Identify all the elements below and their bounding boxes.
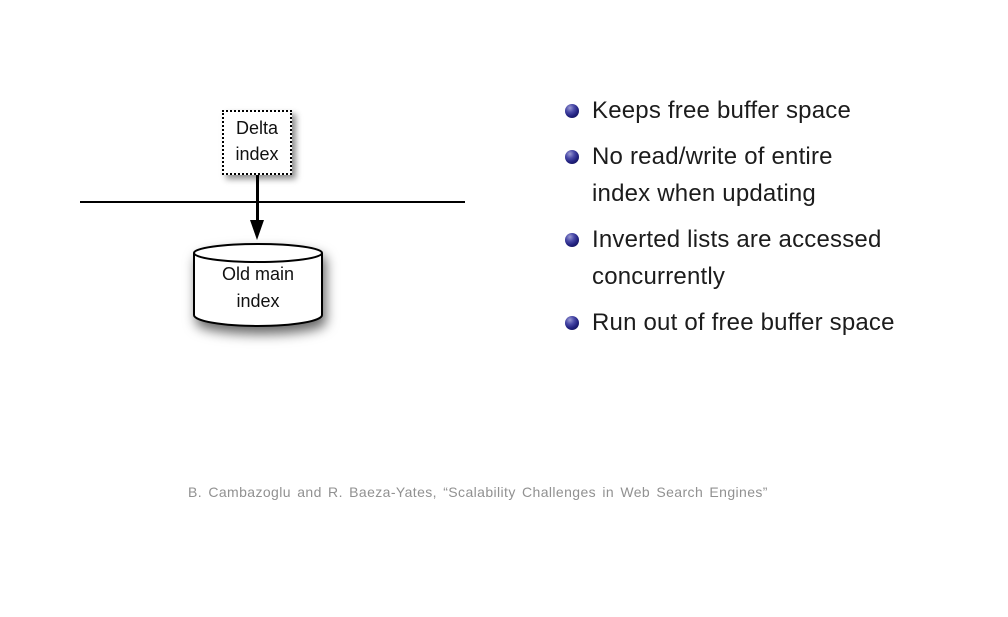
citation-text: B. Cambazoglu and R. Baeza-Yates, “Scala… [188,484,768,500]
old-main-index-cylinder: Old main index [192,242,324,334]
bullet-list: Keeps free buffer space No read/write of… [558,92,988,350]
delta-index-box: Delta index [222,110,292,175]
cylinder-shape-icon [193,243,323,327]
ball-bullet-icon [565,316,579,330]
bullet-text: Keeps free buffer space [592,97,851,124]
arrow-shaft [256,171,259,226]
ball-bullet-icon [565,233,579,247]
arrow-head-icon [250,220,264,240]
bullet-text-wrap: concurrently [592,263,726,290]
bullet-text: Run out of free buffer space [592,309,895,336]
delta-index-label-line2: index [235,144,279,164]
list-item: No read/write of entire index when updat… [558,138,988,212]
bullet-text: Inverted lists are accessed [592,226,882,253]
old-main-index-label-line1: Old main [221,264,295,284]
ball-bullet-icon [565,104,579,118]
list-item: Run out of free buffer space [558,304,988,341]
bullet-text-wrap: index when updating [592,180,816,207]
delta-index-label-line1: Delta [235,118,279,138]
old-main-index-label-line2: index [236,291,280,311]
old-main-index-label: Old main index [192,261,324,315]
list-item: Keeps free buffer space [558,92,988,129]
bullet-text: No read/write of entire [592,143,833,170]
ball-bullet-icon [565,150,579,164]
list-item: Inverted lists are accessed concurrently [558,221,988,295]
horizontal-divider-line [80,201,465,203]
